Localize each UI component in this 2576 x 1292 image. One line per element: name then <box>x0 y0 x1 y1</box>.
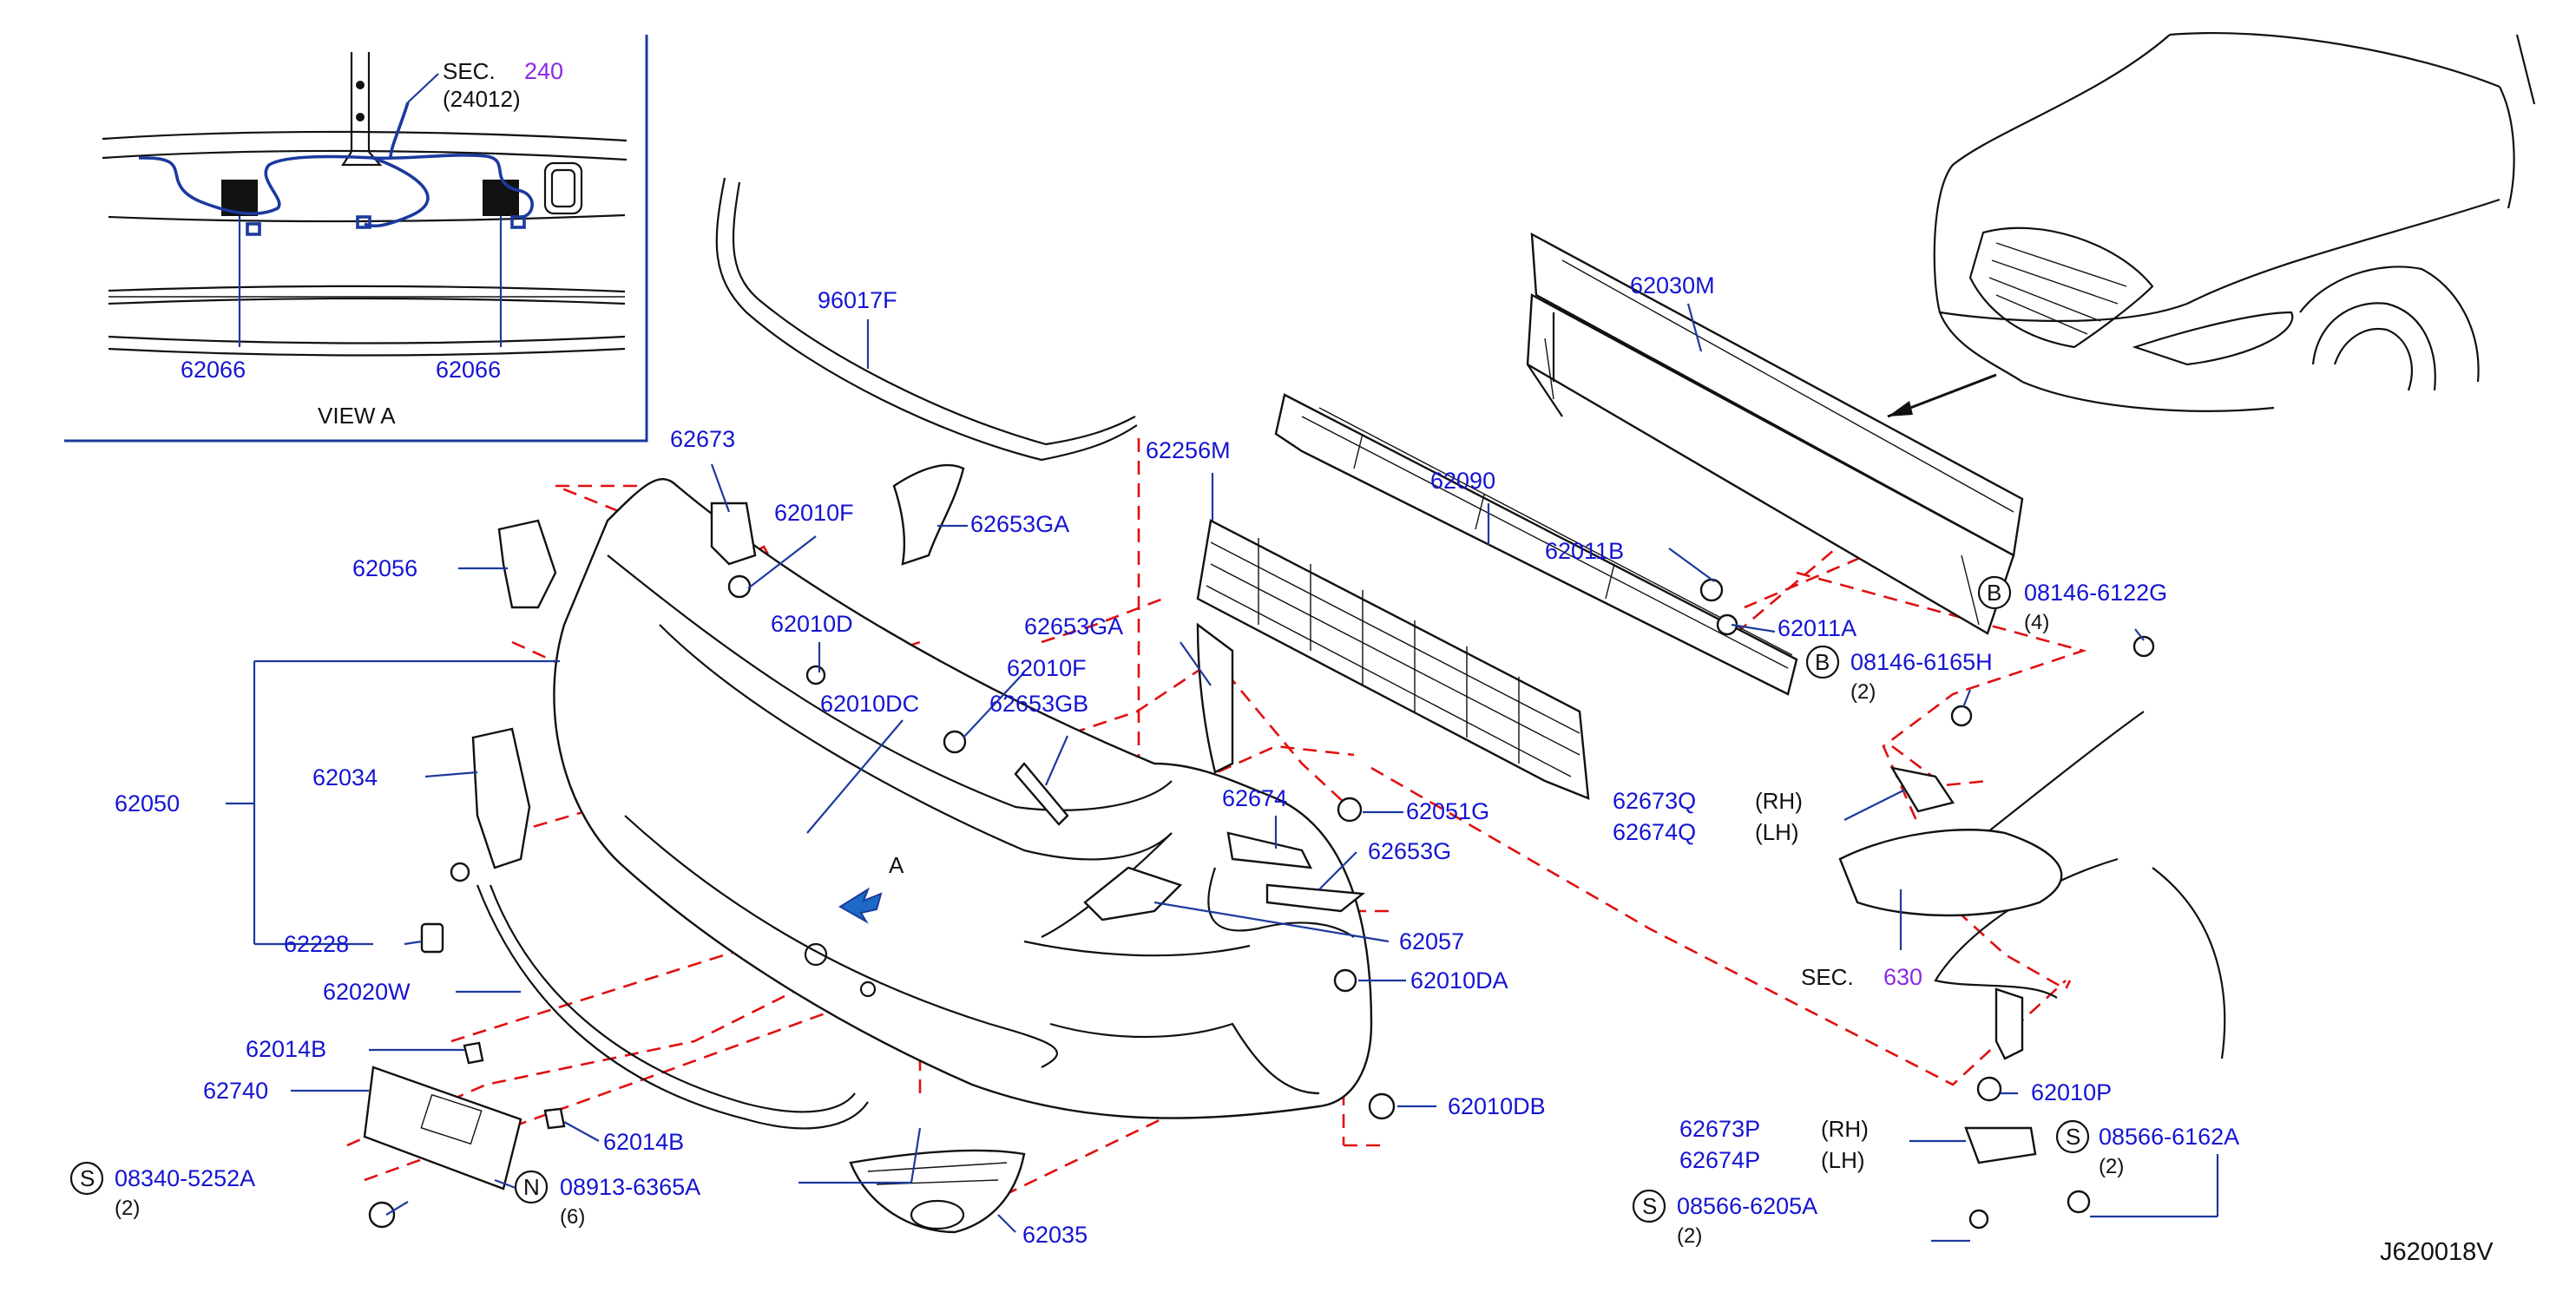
s3-qty: (2) <box>1677 1224 1702 1248</box>
label-62020W: 62020W <box>323 979 411 1005</box>
label-62010F-b: 62010F <box>1007 655 1087 681</box>
label-62653GA-b: 62653GA <box>1024 613 1123 639</box>
label-62674: 62674 <box>1222 785 1287 811</box>
s3-symbol: S <box>1642 1193 1657 1219</box>
label-62740: 62740 <box>203 1078 268 1104</box>
s1-part: 08340-5252A <box>115 1165 255 1191</box>
part-62057 <box>1083 866 1183 921</box>
part-62674 <box>1226 831 1313 869</box>
part-62228 <box>420 922 444 954</box>
part-62050 <box>553 477 1373 1119</box>
view-a-caption: VIEW A <box>318 403 396 429</box>
label-lh-p: (LH) <box>1821 1147 1865 1173</box>
part-62256M <box>1196 519 1590 800</box>
label-62673P: 62673P <box>1679 1116 1760 1142</box>
part-62014B-b <box>543 1107 566 1130</box>
label-62014B-a: 62014B <box>246 1036 326 1062</box>
label-62010D: 62010D <box>771 611 853 637</box>
part-62090 <box>1274 393 1798 696</box>
part-62020W <box>476 884 869 1130</box>
label-62653GA-a: 62653GA <box>970 511 1069 537</box>
fender-outline <box>1838 711 2226 1059</box>
part-62035 <box>849 1149 1026 1234</box>
part-62653GA-top <box>892 463 965 566</box>
n1-symbol: N <box>523 1174 540 1200</box>
view-a-sec-prefix: SEC. <box>443 58 496 84</box>
part-62034 <box>471 727 531 869</box>
s1-qty: (2) <box>115 1197 140 1220</box>
label-62653GB: 62653GB <box>989 691 1088 717</box>
n1-qty: (6) <box>560 1205 585 1229</box>
s2-qty: (2) <box>2099 1155 2124 1178</box>
part-62740 <box>363 1066 522 1190</box>
label-62674P: 62674P <box>1679 1147 1760 1173</box>
label-62050: 62050 <box>115 790 180 817</box>
sensor-right <box>483 180 519 216</box>
part-62673 <box>710 502 757 566</box>
part-labels: 96017F 62673 62010F 62653GA 62256M 62090… <box>115 272 2112 1248</box>
label-62090: 62090 <box>1430 468 1495 494</box>
label-62010DA: 62010DA <box>1410 967 1508 994</box>
b2-part: 08146-6165H <box>1850 649 1993 675</box>
label-62056: 62056 <box>352 555 417 581</box>
b2-qty: (2) <box>1850 680 1876 704</box>
b1-part: 08146-6122G <box>2024 580 2167 606</box>
label-62011B: 62011B <box>1545 538 1624 564</box>
label-62010F-a: 62010F <box>774 500 854 526</box>
s2-part: 08566-6162A <box>2099 1124 2239 1150</box>
s1-symbol: S <box>80 1165 95 1191</box>
label-62030M: 62030M <box>1630 272 1715 298</box>
label-62057: 62057 <box>1399 928 1464 954</box>
view-a-arrow <box>838 887 883 924</box>
diagram-id: J620018V <box>2380 1238 2494 1266</box>
leader-lines <box>226 303 2219 1243</box>
view-a-sec-number: 240 <box>524 58 563 84</box>
b2-symbol: B <box>1815 649 1830 675</box>
label-lh-q: (LH) <box>1755 819 1799 845</box>
part-62653GA-mid <box>1196 622 1234 774</box>
fastener-callouts: B 08146-6122G (4) B 08146-6165H (2) S 08… <box>69 575 2239 1248</box>
fastener-graphics <box>368 574 2155 1230</box>
label-sec630-prefix: SEC. <box>1801 964 1854 990</box>
label-62034: 62034 <box>312 764 378 790</box>
s3-part: 08566-6205A <box>1677 1193 1817 1219</box>
label-62653G: 62653G <box>1368 838 1451 864</box>
view-a-inset: SEC. 240 (24012) 62066 62066 VIEW A <box>64 35 648 443</box>
label-62673Q: 62673Q <box>1613 788 1696 814</box>
label-arrow-a: A <box>889 852 904 878</box>
view-a-label-right: 62066 <box>436 357 501 383</box>
s2-symbol: S <box>2066 1124 2080 1150</box>
label-rh-q: (RH) <box>1755 788 1803 814</box>
label-rh-p: (RH) <box>1821 1116 1869 1142</box>
n1-part: 08913-6365A <box>560 1174 700 1200</box>
label-62035: 62035 <box>1022 1222 1088 1248</box>
vehicle-outline <box>1933 31 2536 412</box>
part-62653G <box>1265 883 1366 913</box>
part-62014B-a <box>463 1041 484 1065</box>
part-96017F <box>715 177 1138 462</box>
label-62051G: 62051G <box>1406 798 1489 824</box>
label-62674Q: 62674Q <box>1613 819 1696 845</box>
view-a-label-left: 62066 <box>181 357 246 383</box>
label-62010DC: 62010DC <box>820 691 919 717</box>
label-62010DB: 62010DB <box>1448 1093 1546 1119</box>
label-62011A: 62011A <box>1778 615 1856 641</box>
label-sec630-number: 630 <box>1883 964 1922 990</box>
b1-symbol: B <box>1987 580 2001 606</box>
label-62673: 62673 <box>670 426 735 452</box>
label-96017F: 96017F <box>818 287 897 313</box>
part-62056 <box>497 519 557 609</box>
b1-qty: (4) <box>2024 611 2049 634</box>
label-62014B-b: 62014B <box>603 1129 684 1155</box>
part-62653GB <box>1014 762 1069 826</box>
label-62228: 62228 <box>284 931 349 957</box>
part-62673Q <box>1889 766 1955 813</box>
label-62256M: 62256M <box>1146 437 1231 463</box>
label-62010P: 62010P <box>2031 1079 2112 1105</box>
part-62030M <box>1526 232 2024 635</box>
view-a-sec-sub: (24012) <box>443 86 521 112</box>
part-62673P <box>1964 1126 2037 1164</box>
